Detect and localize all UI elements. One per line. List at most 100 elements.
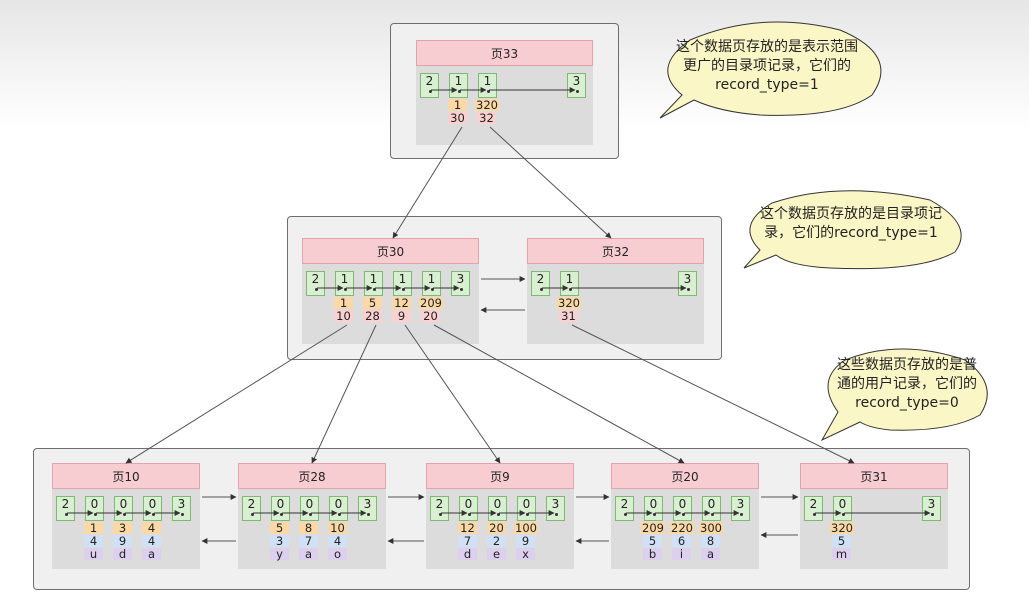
record-key-cell: 209 xyxy=(641,521,665,535)
record-heap-no: 3 xyxy=(177,497,186,511)
record-pointer-dot xyxy=(458,90,461,93)
record-value-cell: 9 xyxy=(113,535,132,547)
bubble-bottom-line1: 这些数据页存放的是普 xyxy=(837,357,977,373)
record-heap-no: 1 xyxy=(427,272,436,286)
record-pointer-dot xyxy=(429,90,432,93)
pointer-30-28 xyxy=(311,324,377,464)
record-value-cell: 28 xyxy=(363,310,382,322)
pointer-33-30 xyxy=(392,126,463,239)
page-title: 页10 xyxy=(52,463,200,489)
page-title: 页30 xyxy=(302,238,479,264)
page-title: 页32 xyxy=(527,238,704,264)
record-value-cell: 20 xyxy=(421,310,440,322)
record-value-cell: 8 xyxy=(701,535,720,547)
record-heap-no: 3 xyxy=(572,74,581,88)
record-value-cell: 31 xyxy=(559,310,578,322)
record-heap-no: 0 xyxy=(148,497,157,511)
record-pointer-dot xyxy=(526,513,529,516)
record-heap-no: 1 xyxy=(565,272,574,286)
record-box: 2 xyxy=(430,496,449,521)
record-pointer-dot xyxy=(813,513,816,516)
record-box: 2 xyxy=(804,496,823,521)
record-key-cell: 12 xyxy=(458,522,477,534)
record-value-cell: 5 xyxy=(643,535,662,547)
record-value-cell: x xyxy=(516,548,535,560)
record-pointer-dot xyxy=(251,513,254,516)
record-heap-no: 2 xyxy=(536,272,545,286)
bubble-bottom-line3: record_type=0 xyxy=(855,395,959,411)
pointer-30-9 xyxy=(404,324,501,464)
record-key-cell: 20 xyxy=(487,522,506,534)
pointer-32-31 xyxy=(571,324,855,464)
pointer-30-20 xyxy=(433,324,685,464)
record-heap-no: 2 xyxy=(435,497,444,511)
record-heap-no: 0 xyxy=(493,497,502,511)
record-pointer-dot xyxy=(460,288,463,291)
record-heap-no: 3 xyxy=(736,497,745,511)
record-pointer-dot xyxy=(431,288,434,291)
record-heap-no: 0 xyxy=(838,497,847,511)
record-heap-no: 1 xyxy=(369,272,378,286)
record-value-cell: y xyxy=(270,548,289,560)
record-value-cell: 7 xyxy=(458,535,477,547)
record-heap-no: 2 xyxy=(425,74,434,88)
record-value-cell: 4 xyxy=(84,535,103,547)
record-value-cell: 32 xyxy=(477,112,496,124)
bubble-middle-text: 这个数据页存放的是目录项记 录，它们的record_type=1 xyxy=(748,205,954,243)
bubble-top xyxy=(659,21,882,119)
page-title: 页31 xyxy=(800,463,948,489)
record-key-cell: 320 xyxy=(830,521,854,535)
record-heap-no: 2 xyxy=(61,497,70,511)
record-value-cell: d xyxy=(458,548,477,560)
record-key-cell: 4 xyxy=(142,522,161,534)
record-heap-no: 2 xyxy=(809,497,818,511)
record-value-cell: 30 xyxy=(448,112,467,124)
record-heap-no: 3 xyxy=(363,497,372,511)
record-key-cell: 100 xyxy=(514,521,538,535)
record-box: 2 xyxy=(420,73,439,98)
record-pointer-dot xyxy=(152,513,155,516)
record-key-cell: 300 xyxy=(699,521,723,535)
record-pointer-dot xyxy=(439,513,442,516)
record-value-cell: 10 xyxy=(334,310,353,322)
bubble-bottom-line2: 通的用户记录，它们的 xyxy=(837,376,977,392)
record-value-cell: 9 xyxy=(516,535,535,547)
page-title: 页9 xyxy=(426,463,574,489)
record-pointer-dot xyxy=(181,513,184,516)
record-pointer-dot xyxy=(373,288,376,291)
record-heap-no: 2 xyxy=(311,272,320,286)
page-title: 页20 xyxy=(611,463,759,489)
page-title: 页33 xyxy=(416,40,593,66)
record-key-cell: 10 xyxy=(328,522,347,534)
record-pointer-dot xyxy=(402,288,405,291)
record-heap-no: 1 xyxy=(483,74,492,88)
record-value-cell: m xyxy=(832,548,851,560)
record-pointer-dot xyxy=(569,288,572,291)
record-key-cell: 5 xyxy=(363,297,382,309)
record-pointer-dot xyxy=(280,513,283,516)
record-key-cell: 320 xyxy=(557,296,581,310)
record-value-cell: a xyxy=(142,548,161,560)
record-heap-no: 1 xyxy=(398,272,407,286)
record-value-cell: 5 xyxy=(832,535,851,547)
bubble-middle-line1: 这个数据页存放的是目录项记 xyxy=(760,206,942,222)
record-heap-no: 0 xyxy=(276,497,285,511)
record-pointer-dot xyxy=(94,513,97,516)
record-box: 2 xyxy=(242,496,261,521)
record-heap-no: 2 xyxy=(620,497,629,511)
record-heap-no: 3 xyxy=(927,497,936,511)
record-pointer-dot xyxy=(711,513,714,516)
record-pointer-dot xyxy=(540,288,543,291)
record-heap-no: 0 xyxy=(707,497,716,511)
record-pointer-dot xyxy=(740,513,743,516)
record-heap-no: 0 xyxy=(90,497,99,511)
pointer-30-10 xyxy=(125,324,348,464)
record-value-cell: i xyxy=(672,548,691,560)
record-value-cell: a xyxy=(701,548,720,560)
